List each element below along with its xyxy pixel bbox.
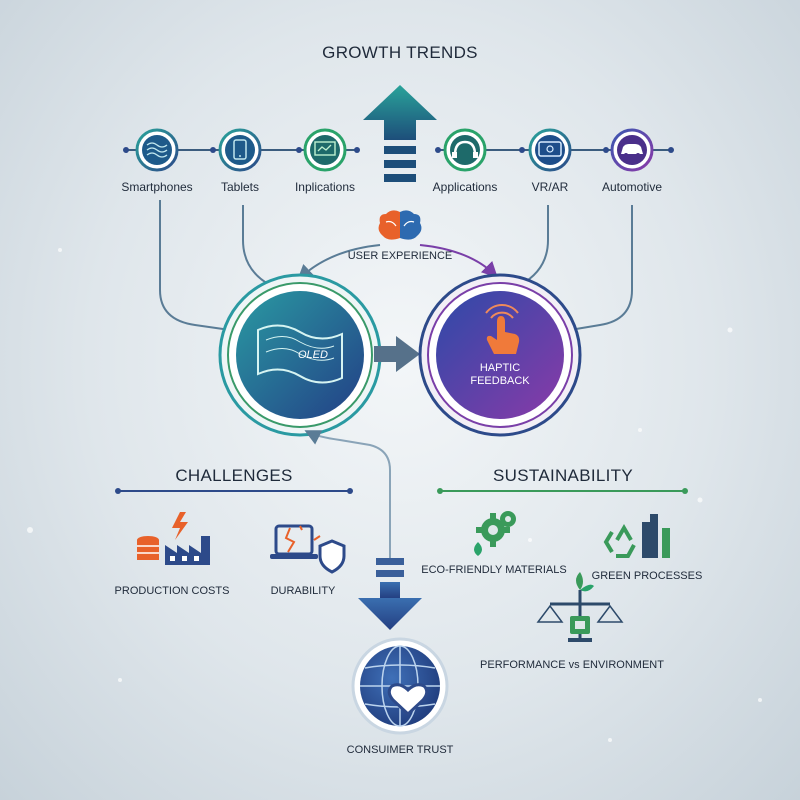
haptic-label-line1: HAPTIC: [479, 362, 521, 374]
growth-arrow-icon: [363, 85, 437, 182]
performance-environment-label: PERFORMANCE vs ENVIRONMENT: [480, 659, 664, 671]
cracked-screen-shield-icon: [270, 524, 346, 574]
monitor-chart-icon: [303, 128, 347, 172]
durability-label: DURABILITY: [270, 585, 336, 597]
app-label-vr-ar: VR/AR: [531, 180, 569, 194]
app-label-tablets: Tablets: [220, 180, 260, 194]
app-label-automotive: Automotive: [601, 180, 663, 194]
green-processes-label: GREEN PROCESSES: [591, 570, 703, 582]
consumer-arrow-icon: [358, 558, 422, 630]
feedback-arrow: [304, 430, 391, 560]
globe-heart-icon: [351, 637, 449, 735]
recycle-factory-icon: [603, 514, 670, 558]
flow-arrow-icon: [374, 336, 420, 372]
ux-arrow-left: [297, 244, 381, 281]
gears-icon: [474, 511, 516, 556]
factory-coins-icon: [137, 512, 210, 565]
headset-icon: [443, 128, 487, 172]
consumer-trust-label: CONSUIMER TRUST: [346, 744, 454, 756]
ux-arrow-right: [419, 244, 498, 278]
haptic-label-line2: FEEDBACK: [470, 375, 530, 387]
production-costs-label: PRODUCTION COSTS: [114, 585, 230, 597]
challenges-title: CHALLENGES: [175, 466, 293, 485]
haptic-core: [418, 273, 582, 437]
oled-core: [218, 273, 382, 437]
app-label-smartphones: Smartphones: [121, 180, 193, 194]
sustainability-divider: [437, 488, 688, 494]
eco-friendly-label: ECO-FRIENDLY MATERIALS: [421, 564, 567, 576]
background-dots: [27, 248, 762, 742]
vr-screen-icon: [528, 128, 572, 172]
page-title: GROWTH TRENDS: [322, 43, 478, 62]
touch-hand-icon: [485, 304, 520, 354]
oled-label: OLED: [298, 349, 328, 361]
user-experience-label: USER EXPERIENCE: [347, 250, 453, 262]
tablet-icon: [218, 128, 262, 172]
car-icon: [610, 128, 654, 172]
challenges-divider: [115, 488, 353, 494]
app-label-applications: Applications: [432, 180, 498, 194]
flexible-display-icon: [257, 324, 343, 384]
wave-display-icon: [135, 128, 179, 172]
balance-scale-icon: [536, 572, 624, 642]
app-label-inplications: Inplications: [294, 180, 356, 194]
connector-dots: [123, 147, 674, 153]
sustainability-title: SUSTAINABILITY: [493, 466, 633, 485]
brain-icon: [378, 210, 422, 240]
